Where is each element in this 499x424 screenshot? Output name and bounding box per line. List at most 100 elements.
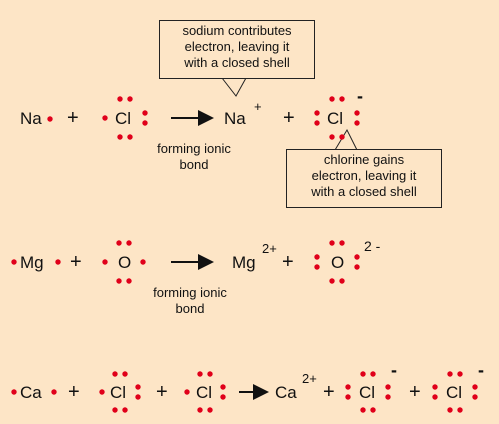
chloride-ion-symbol: Cl: [359, 383, 376, 402]
oxide-ion-symbol: O: [331, 253, 345, 272]
electron-dot: [127, 96, 133, 102]
chlorine-callout-pointer: [334, 128, 358, 151]
electron-dot: [51, 389, 57, 395]
electron-dot: [360, 371, 366, 377]
chlorine-atom-symbol: Cl: [115, 109, 132, 128]
calcium-ion-symbol: Ca: [275, 383, 297, 402]
electron-dot: [122, 407, 128, 413]
chlorine-atom-symbol: Cl: [110, 383, 127, 402]
sodium-ion-symbol: Na: [224, 109, 246, 128]
electron-dot: [472, 384, 478, 390]
electron-dot: [329, 240, 335, 246]
oxygen-atom-symbol: O: [118, 253, 132, 272]
magnesium-ion-charge: 2+: [262, 241, 277, 256]
magnesium-atom-symbol: Mg: [20, 253, 44, 272]
electron-dot: [47, 116, 53, 122]
electron-dot: [116, 240, 122, 246]
electron-dot: [329, 96, 335, 102]
electron-dot: [140, 259, 146, 265]
sodium-callout: sodium contributes electron, leaving it …: [159, 20, 315, 79]
chloride-ion-charge: -: [357, 86, 363, 106]
chloride-ion-symbol: Cl: [446, 383, 463, 402]
plus-sign: +: [156, 381, 168, 403]
electron-dot: [354, 254, 360, 260]
electron-dot: [345, 384, 351, 390]
callout-line: electron, leaving it: [311, 168, 417, 183]
electron-dot: [339, 240, 345, 246]
plus-sign: +: [68, 381, 80, 403]
electron-dot: [207, 407, 213, 413]
callout-line: chlorine gains: [323, 152, 405, 167]
electron-dots: [11, 96, 478, 413]
electron-dot: [122, 371, 128, 377]
bond-label-line: forming ionic: [153, 285, 227, 300]
plus-sign: +: [409, 381, 421, 403]
electron-dot: [135, 394, 141, 400]
plus-sign: +: [70, 251, 82, 273]
electron-dot: [99, 389, 105, 395]
electron-dot: [339, 96, 345, 102]
electron-dot: [135, 384, 141, 390]
electron-dot: [370, 371, 376, 377]
sodium-atom-symbol: Na: [20, 109, 42, 128]
plus-sign: +: [283, 107, 295, 129]
electron-dot: [314, 110, 320, 116]
electron-dot: [370, 407, 376, 413]
electron-dot: [116, 278, 122, 284]
sodium-ion-charge: +: [254, 99, 262, 114]
oxide-ion-charge: 2 -: [364, 238, 381, 254]
electron-dot: [339, 278, 345, 284]
electron-dot: [345, 394, 351, 400]
electron-dot: [339, 134, 345, 140]
callout-line: with a closed shell: [184, 55, 290, 70]
plus-sign: +: [323, 381, 335, 403]
chlorine-atom-symbol: Cl: [196, 383, 213, 402]
electron-dot: [472, 394, 478, 400]
electron-dot: [197, 407, 203, 413]
electron-dot: [102, 115, 108, 121]
electron-dot: [112, 407, 118, 413]
calcium-ion-charge: 2+: [302, 371, 317, 386]
electron-dot: [354, 120, 360, 126]
chloride-ion-charge: -: [391, 360, 397, 380]
electron-dot: [385, 394, 391, 400]
electron-dot: [457, 371, 463, 377]
electron-dot: [112, 371, 118, 377]
electron-dot: [354, 264, 360, 270]
electron-dot: [447, 407, 453, 413]
bond-label: forming ionic bond: [144, 141, 244, 173]
plus-sign: +: [282, 251, 294, 273]
electron-dot: [220, 394, 226, 400]
electron-dot: [329, 278, 335, 284]
electron-dot: [117, 134, 123, 140]
bond-label-line: forming ionic: [157, 141, 231, 156]
electron-dot: [184, 389, 190, 395]
chloride-ion-charge: -: [478, 360, 484, 380]
bond-label: forming ionic bond: [140, 285, 240, 317]
electron-dot: [126, 278, 132, 284]
electron-dot: [11, 259, 17, 265]
electron-dot: [117, 96, 123, 102]
chlorine-callout: chlorine gains electron, leaving it with…: [286, 149, 442, 208]
bond-label-line: bond: [179, 157, 209, 172]
electron-dot: [360, 407, 366, 413]
electron-dot: [102, 259, 108, 265]
electron-dot: [220, 384, 226, 390]
electron-dot: [126, 240, 132, 246]
electron-dot: [207, 371, 213, 377]
electron-dot: [457, 407, 463, 413]
callout-line: sodium contributes: [182, 23, 292, 38]
chloride-ion-symbol: Cl: [327, 109, 344, 128]
electron-dot: [314, 264, 320, 270]
magnesium-ion-symbol: Mg: [232, 253, 256, 272]
callout-line: electron, leaving it: [184, 39, 290, 54]
sodium-callout-pointer: [221, 77, 247, 97]
electron-dot: [11, 389, 17, 395]
electron-dot: [142, 110, 148, 116]
electron-dot: [432, 384, 438, 390]
plus-sign: +: [67, 107, 79, 129]
calcium-atom-symbol: Ca: [20, 383, 42, 402]
electron-dot: [142, 120, 148, 126]
